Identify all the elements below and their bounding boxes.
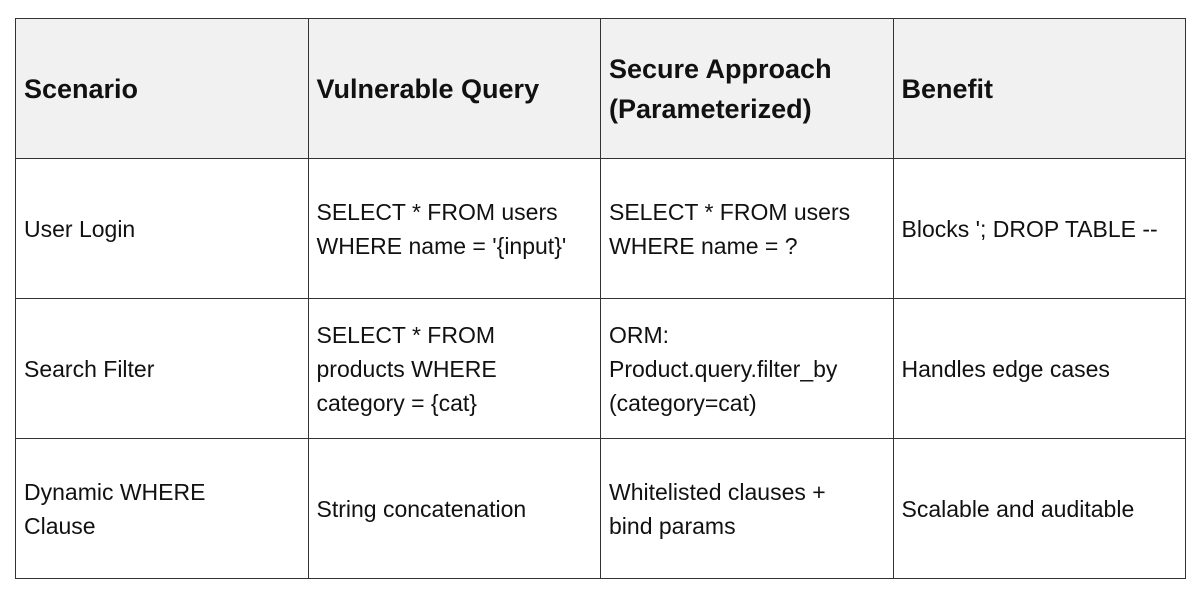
header-vulnerable-query: Vulnerable Query [307, 18, 601, 159]
cell-vulnerable-query: SELECT * FROM users WHERE name = '{input… [307, 158, 601, 299]
cell-benefit: Handles edge cases [892, 298, 1186, 439]
cell-scenario: Dynamic WHERE Clause [15, 438, 309, 579]
cell-secure-approach: SELECT * FROM users WHERE name = ? [600, 158, 894, 299]
table-row: Search Filter SELECT * FROM products WHE… [15, 298, 1186, 439]
header-benefit: Benefit [892, 18, 1186, 159]
header-scenario: Scenario [15, 18, 309, 159]
cell-secure-approach: ORM: Product.query.filter_by (category=c… [600, 298, 894, 439]
cell-scenario: Search Filter [15, 298, 309, 439]
cell-vulnerable-query: SELECT * FROM products WHERE category = … [307, 298, 601, 439]
cell-benefit: Scalable and auditable [892, 438, 1186, 579]
comparison-table: Scenario Vulnerable Query Secure Approac… [15, 18, 1186, 579]
cell-benefit: Blocks '; DROP TABLE -- [892, 158, 1186, 299]
cell-secure-approach: Whitelisted clauses + bind params [600, 438, 894, 579]
cell-vulnerable-query: String concatenation [307, 438, 601, 579]
cell-scenario: User Login [15, 158, 309, 299]
table-row: Dynamic WHERE Clause String concatenatio… [15, 438, 1186, 579]
header-secure-approach: Secure Approach (Parameterized) [600, 18, 894, 159]
table-row: User Login SELECT * FROM users WHERE nam… [15, 158, 1186, 299]
table-header-row: Scenario Vulnerable Query Secure Approac… [15, 18, 1186, 159]
